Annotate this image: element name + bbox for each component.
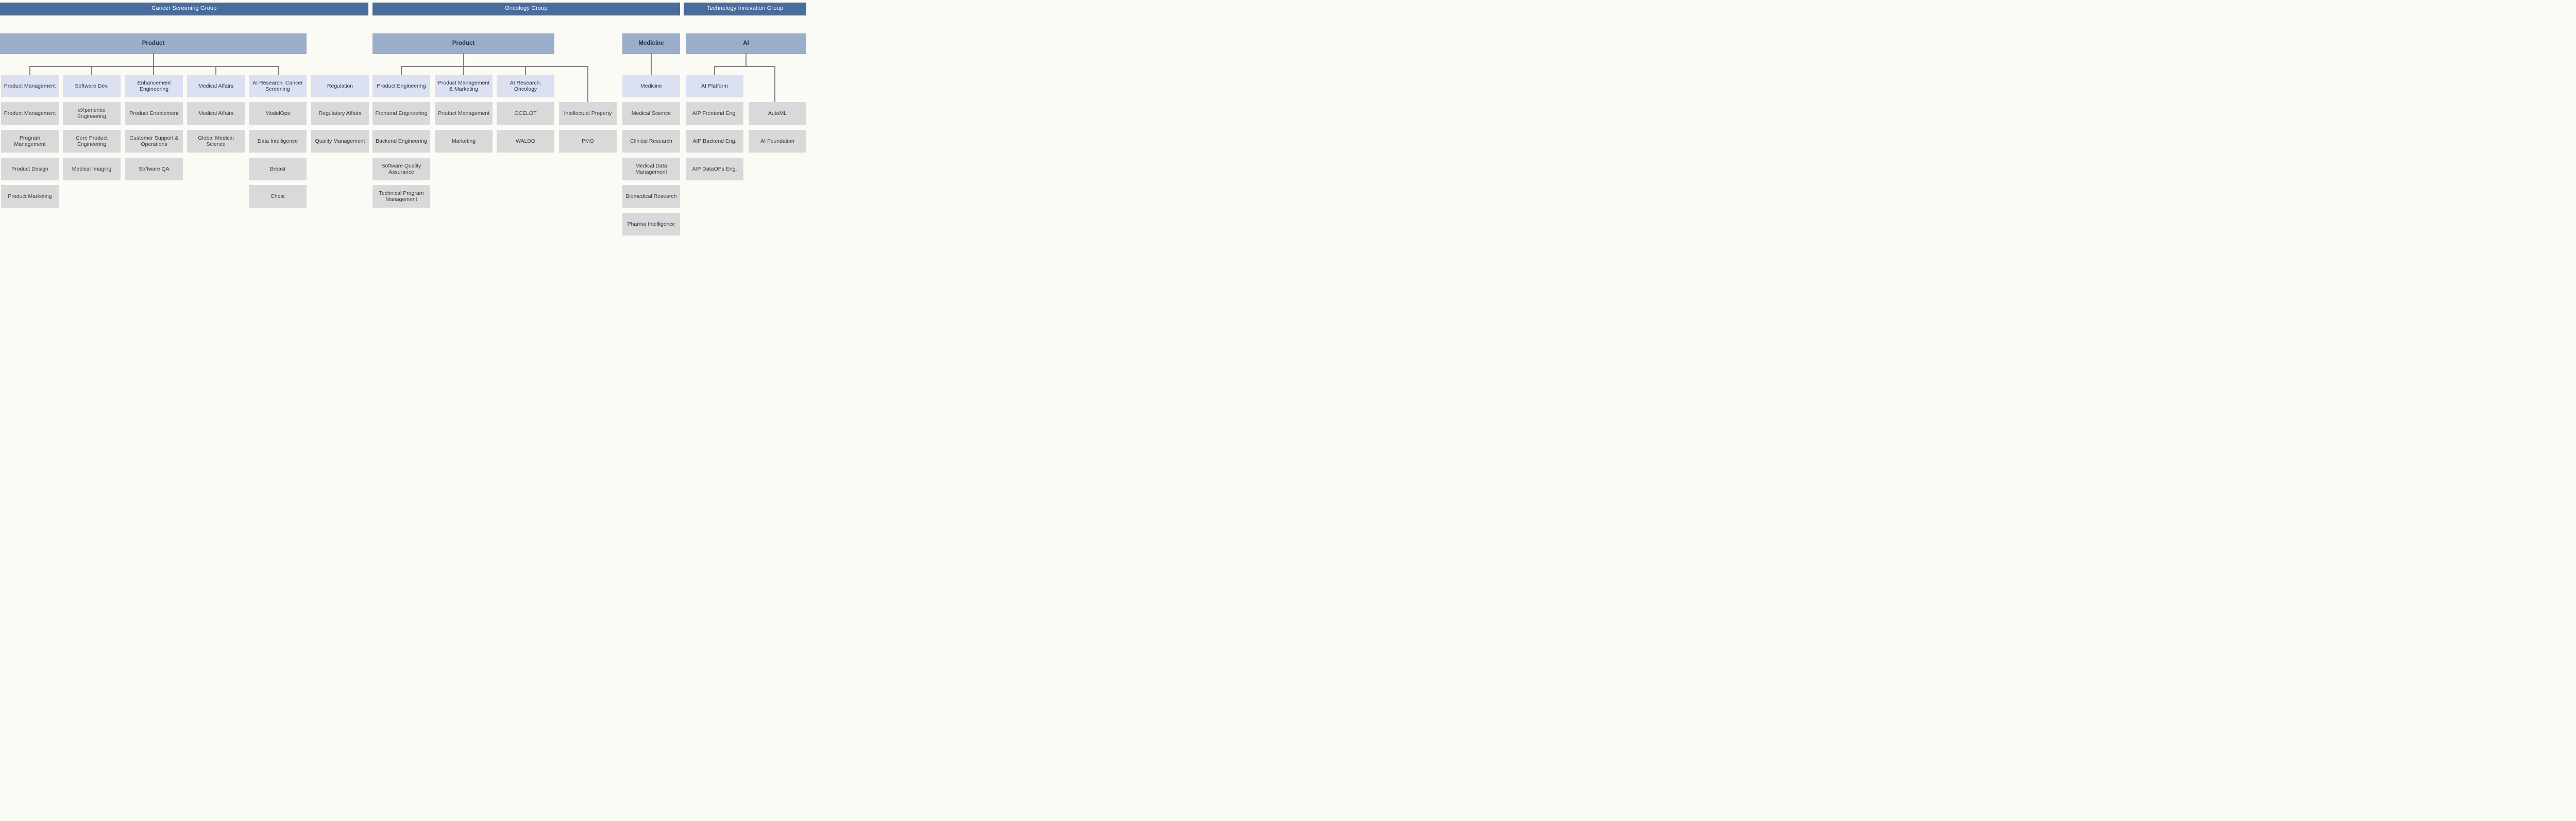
cs-cell-breast: Breast	[249, 158, 307, 180]
connector-ai-drop-automl	[774, 66, 775, 102]
group-header-cancer-screening: Cancer Screening Group	[0, 3, 368, 15]
cs-cell-medical-affairs: Medical Affairs	[187, 102, 245, 125]
cs-cell-experience-engineering: eXperience Engineering	[63, 102, 121, 125]
ti-cell-clinical-research: Clinical Research	[622, 130, 680, 153]
cs-cell-chest: Chest	[249, 185, 307, 208]
connector-onc-drop-ip	[587, 66, 588, 102]
cs-cell-regulatory-affairs: Regulatory Affairs	[311, 102, 369, 125]
onc-cell-software-quality-assurance: Software Quality Assurance	[372, 158, 430, 180]
onc-cell-ocelot: OCELOT	[497, 102, 554, 125]
onc-head-product-engineering: Product Engineering	[372, 75, 430, 97]
ti-head-ai-platform: AI Platform	[686, 75, 743, 97]
cs-cell-product-marketing: Product Marketing	[1, 185, 59, 208]
ti-cell-aip-dataops-eng: AIP DataOPs Eng.	[686, 158, 743, 180]
parent-box-medicine: Medicine	[622, 33, 680, 54]
onc-cell-backend-engineering: Backend Engineering	[372, 130, 430, 153]
cs-cell-program-management: Program Management	[1, 130, 59, 153]
parent-box-product-onc: Product	[372, 33, 554, 54]
cs-head-regulation: Regulation	[311, 75, 369, 97]
ti-cell-ai-foundation: AI Foundation	[749, 130, 806, 153]
cs-head-ai-research: AI Research, Cancer Screening	[249, 75, 307, 97]
cs-cell-core-product-engineering: Core Product Engineering	[63, 130, 121, 153]
connector-medicine-trunk	[651, 54, 652, 75]
onc-cell-pmo: PMO	[559, 130, 617, 153]
ti-cell-aip-backend-eng: AIP Backend Eng.	[686, 130, 743, 153]
connector-cs-drop-5	[278, 66, 279, 75]
connector-cs-rail	[29, 66, 279, 67]
cs-cell-medical-imaging: Medical Imaging	[63, 158, 121, 180]
connector-cs-trunk	[153, 54, 154, 75]
ti-cell-aip-frontend-eng: AIP Frontend Eng.	[686, 102, 743, 125]
ti-cell-medical-data-management: Medical Data Management	[622, 158, 680, 180]
onc-cell-marketing: Marketing	[435, 130, 493, 153]
cs-cell-modelops: ModelOps	[249, 102, 307, 125]
onc-head-ai-research-oncology: AI Research, Oncology	[497, 75, 554, 97]
ti-cell-biomedical-research: Biomedical Research	[622, 185, 680, 208]
cs-cell-customer-support-operations: Customer Support & Operations	[125, 130, 183, 153]
connector-cs-drop-2	[91, 66, 92, 75]
ti-cell-medical-science: Medical Science	[622, 102, 680, 125]
cs-cell-product-enablement: Product Enablement	[125, 102, 183, 125]
cs-head-product-management: Product Management	[1, 75, 59, 97]
connector-ai-drop-platform	[714, 66, 715, 75]
onc-cell-product-management: Product Management	[435, 102, 493, 125]
connector-ai-rail	[714, 66, 775, 67]
connector-ai-trunk	[745, 54, 747, 66]
cs-cell-product-design: Product Design	[1, 158, 59, 180]
connector-cs-drop-4	[215, 66, 216, 75]
cs-head-software-dev: Software Dev.	[63, 75, 121, 97]
cs-cell-software-qa: Software QA	[125, 158, 183, 180]
onc-cell-intellectual-property: Intellectual Property	[559, 102, 617, 125]
org-chart: Cancer Screening Group Oncology Group Te…	[0, 0, 808, 236]
connector-cs-drop-1	[29, 66, 30, 75]
ti-cell-pharma-intelligence: Pharma Intelligence	[622, 213, 680, 236]
connector-onc-trunk	[463, 54, 464, 75]
cs-cell-quality-management: Quality Management	[311, 130, 369, 153]
cs-head-medical-affairs: Medical Affairs	[187, 75, 245, 97]
ti-head-medicine: Medicine	[622, 75, 680, 97]
onc-cell-waldo: WALDO	[497, 130, 554, 153]
cs-cell-data-intelligence: Data Intelligence	[249, 130, 307, 153]
group-header-oncology: Oncology Group	[372, 3, 680, 15]
cs-cell-global-medical-science: Global Medical Science	[187, 130, 245, 153]
onc-head-product-management-marketing: Product Management & Marketing	[435, 75, 493, 97]
parent-box-ai: AI	[686, 33, 806, 54]
connector-onc-rail	[401, 66, 588, 67]
onc-cell-frontend-engineering: Frontend Engineering	[372, 102, 430, 125]
cs-head-enhancement-engineering: Enhancement Engineering	[125, 75, 183, 97]
connector-onc-drop-1	[401, 66, 402, 75]
ti-cell-automl: AutoML	[749, 102, 806, 125]
cs-cell-product-management: Product Management	[1, 102, 59, 125]
connector-onc-drop-3	[525, 66, 526, 75]
onc-cell-technical-program-management: Technical Program Management	[372, 185, 430, 208]
group-header-technology-innovation: Technology Innovation Group	[684, 3, 806, 15]
parent-box-product-cs: Product	[0, 33, 307, 54]
